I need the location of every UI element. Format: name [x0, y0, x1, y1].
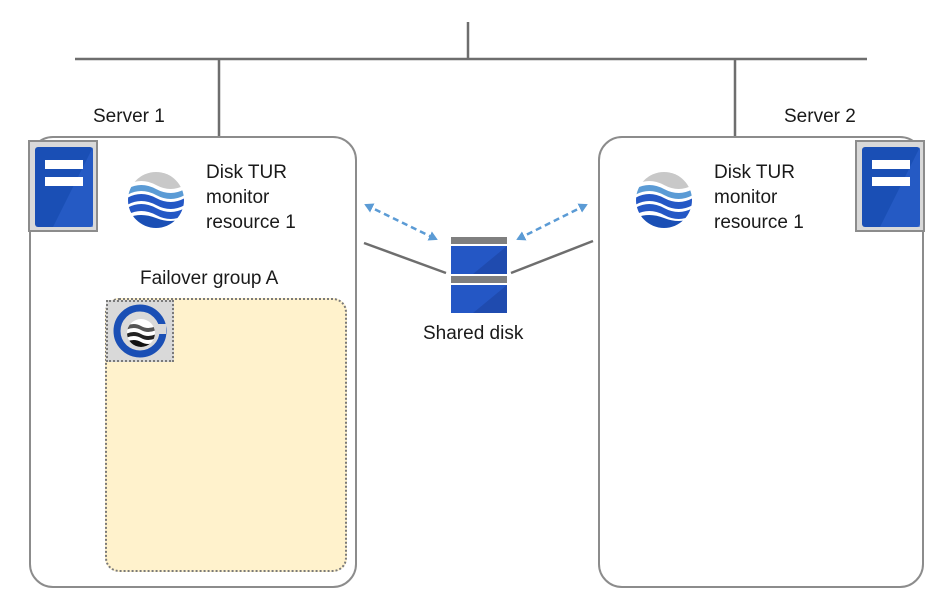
failover-group-icon	[106, 300, 174, 362]
server1-monitor-label: Disk TUR monitor resource 1	[206, 162, 296, 233]
shared-disk-icon	[451, 237, 507, 313]
network-bus	[75, 22, 867, 137]
server2-label: Server 2	[784, 106, 856, 127]
bidirectional-arrow-icon	[364, 203, 438, 241]
monitor-resource-icon	[128, 172, 184, 228]
server-icon	[28, 140, 98, 232]
server2-monitor-label: Disk TUR monitor resource 1	[714, 162, 804, 233]
failover-group-label: Failover group A	[140, 268, 279, 289]
monitor-resource-icon	[636, 172, 692, 228]
disk-connector-lines	[363, 239, 594, 275]
bidirectional-arrow-icon	[516, 203, 588, 241]
server1-label: Server 1	[93, 106, 165, 127]
shared-disk-label: Shared disk	[423, 323, 524, 344]
server-icon	[855, 140, 925, 232]
